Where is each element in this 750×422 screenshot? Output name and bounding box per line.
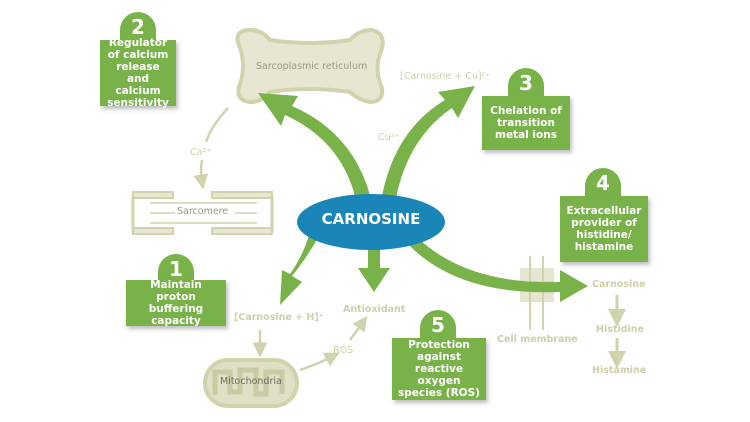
function-number-4: 4 [585,168,621,198]
function-number-1: 1 [158,254,194,282]
mitochondria-shape [203,358,299,408]
sarcomere-shape [131,191,274,235]
ca-label: Ca²⁺ [190,147,212,158]
ca-to-sarcomere-arrow [193,159,209,190]
function-text-2: Regulator of calcium release and calcium… [100,37,176,109]
mitochondria-label: Mitochondria [220,376,282,387]
cell-membrane-shape [520,256,554,330]
carnosine-cu-label: [Carnosine + Cu]²⁺ [400,71,491,82]
function-number-2: 2 [120,12,156,42]
green-arrows [258,86,588,305]
histidine-label: Histidine [596,324,644,335]
arrow-to-carnosine-cu [382,86,475,198]
sarcoplasmic-reticulum-label: Sarcoplasmic reticulum [256,61,368,72]
arrow-to-carnosine-h [280,232,318,305]
cu-label: Cu²⁺ [378,132,400,143]
function-text-3: Chelation of transition metal ions [482,96,570,150]
function-number-3: 3 [508,68,544,98]
function-text-4: Extracellular provider of histidine/ his… [560,196,648,262]
carnosine-extracellular-label: Carnosine [592,279,646,290]
carnosine-h-label: [Carnosine + H]⁺ [234,312,324,323]
function-number-5: 5 [420,310,456,340]
arrow-to-sarcoplasmic-reticulum [258,93,370,196]
center-label: CARNOSINE [321,210,421,228]
cell-membrane-label: Cell membrane [497,334,578,345]
arrow-to-cell-membrane [410,240,588,302]
ros-to-antioxidant-arrow [348,315,368,341]
antioxidant-label: Antioxidant [343,304,406,315]
ros-label: ROS [333,345,354,356]
mito-to-ros-arrow [299,352,340,372]
sr-to-ca-arrow [204,107,229,143]
sarcoplasmic-reticulum-shape [235,27,385,105]
sarcomere-label: Sarcomere [177,206,229,217]
arrow-to-antioxidant [358,242,390,292]
function-text-1: Maintain proton buffering capacity [126,279,226,327]
histamine-label: Histamine [592,365,647,376]
carnosine-ellipse [297,194,445,250]
function-text-5: Protection against reactive oxygen speci… [392,338,486,400]
